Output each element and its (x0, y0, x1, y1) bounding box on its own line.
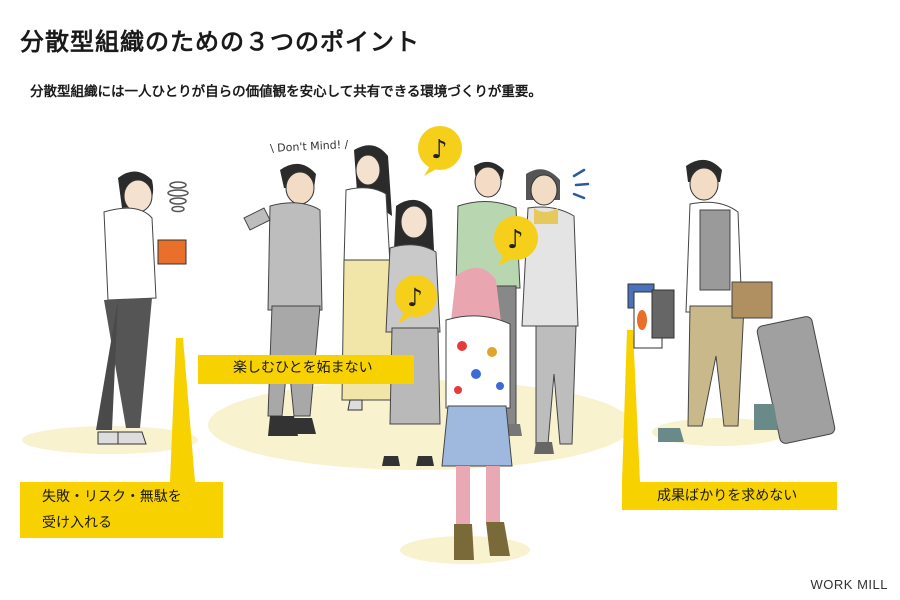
page-subtitle: 分散型組織には一人ひとりが自らの価値観を安心して共有できる環境づくりが重要。 (30, 84, 542, 100)
callout-line: 受け入れる (42, 515, 112, 531)
callout-accept-failure: 失敗・リスク・無駄を 受け入れる (20, 482, 223, 538)
spiral-icon (167, 181, 189, 213)
surprise-marks-icon (572, 168, 590, 200)
floor-ellipse-center (208, 380, 632, 470)
music-note-icon: ♪ (418, 126, 462, 176)
callout-line: 失敗・リスク・無駄を (42, 489, 182, 505)
page-title: 分散型組織のための３つのポイント (20, 28, 420, 56)
callout-pointer-right (622, 330, 640, 482)
person-suit-man (243, 163, 323, 436)
music-note-icon: ♪ (494, 216, 538, 266)
svg-text:♪: ♪ (507, 225, 524, 255)
person-pink-hair-woman (441, 267, 513, 560)
callout-pointer-left (170, 338, 195, 482)
svg-text:♪: ♪ (431, 135, 448, 165)
person-box-holder (96, 171, 187, 445)
person-traveler (627, 159, 836, 444)
svg-text:♪: ♪ (407, 283, 423, 312)
callout-enjoyment: 楽しむひとを妬まない (198, 355, 414, 384)
brand-logo: WORK MILL (810, 577, 888, 592)
callout-results: 成果ばかりを求めない (622, 482, 837, 510)
music-note-icon: ♪ (395, 275, 437, 324)
